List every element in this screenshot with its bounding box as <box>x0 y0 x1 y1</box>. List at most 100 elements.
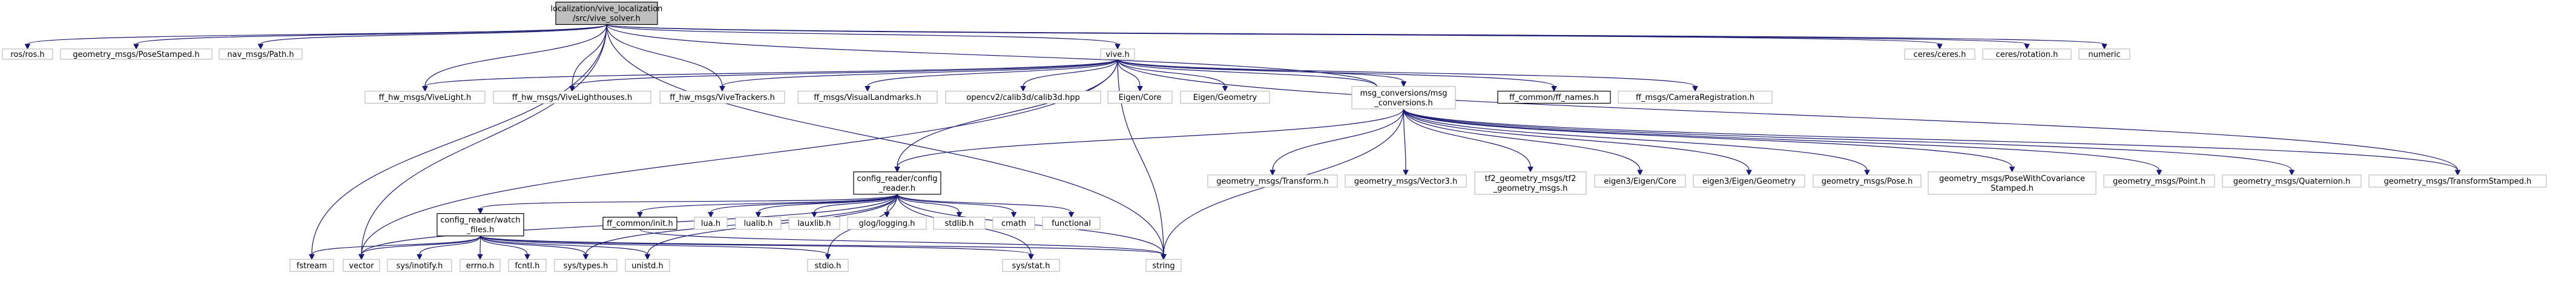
node-ceres-ceres[interactable]: ceres/ceres.h <box>1904 48 1975 60</box>
node-box <box>735 217 782 230</box>
edge-msg-conversions-to-geo-posecov <box>1403 108 2015 173</box>
node-eigen3-geometry[interactable]: eigen3/Eigen/Geometry <box>1693 174 1805 188</box>
node-vive-h[interactable]: vive.h <box>1100 48 1135 60</box>
node-eigen-core[interactable]: Eigen/Core <box>1107 90 1173 104</box>
node-functional[interactable]: functional <box>1042 217 1101 230</box>
edge-watch-files-to-sys-stat <box>479 236 1034 260</box>
node-fcntl[interactable]: fcntl.h <box>508 259 547 272</box>
node-label: sys/types.h <box>564 262 608 271</box>
edge-watch-files-to-sys-types <box>479 236 589 260</box>
node-box <box>1618 90 1773 104</box>
node-box <box>1982 48 2072 60</box>
node-eigen3-core[interactable]: eigen3/Eigen/Core <box>1594 174 1686 188</box>
node-geo-vector3[interactable]: geometry_msgs/Vector3.h <box>1345 174 1467 188</box>
node-ff-visuallandmarks[interactable]: ff_msgs/VisualLandmarks.h <box>797 90 938 104</box>
node-box <box>1002 259 1060 272</box>
node-root[interactable]: localization/vive_localization/src/vive_… <box>550 1 663 25</box>
edge-vive-h-to-eigen-core <box>1117 59 1143 92</box>
node-ff-vivetrackers[interactable]: ff_hw_msgs/ViveTrackers.h <box>659 90 785 104</box>
node-ff-vivelight[interactable]: ff_hw_msgs/ViveLight.h <box>364 90 486 104</box>
edge-root-to-ff-vivelight <box>422 24 607 92</box>
node-box <box>602 217 677 230</box>
node-vector[interactable]: vector <box>343 259 380 272</box>
node-config-reader[interactable]: config_reader/config_reader.h <box>853 171 941 195</box>
node-lualib[interactable]: lualib.h <box>735 217 782 230</box>
node-geo-point[interactable]: geometry_msgs/Point.h <box>2103 174 2215 188</box>
node-eigen-geometry[interactable]: Eigen/Geometry <box>1180 90 1270 104</box>
node-label: sys/inotify.h <box>397 262 443 271</box>
node-label: fstream <box>297 262 327 271</box>
node-label: string <box>1152 262 1174 271</box>
edge-vive-h-to-opencv-calib3d <box>1020 59 1118 92</box>
node-glog[interactable]: glog/logging.h <box>847 217 927 230</box>
node-geo-posestamped[interactable]: geometry_msgs/PoseStamped.h <box>60 48 212 60</box>
node-sys-stat[interactable]: sys/stat.h <box>1002 259 1060 272</box>
node-errno[interactable]: errno.h <box>460 259 501 272</box>
node-box <box>460 259 501 272</box>
node-label: _files.h <box>466 226 494 235</box>
node-geo-transform[interactable]: geometry_msgs/Transform.h <box>1207 174 1338 188</box>
node-cmath[interactable]: cmath <box>992 217 1035 230</box>
node-label: numeric <box>2088 50 2120 59</box>
edge-root-to-ff-vivelighthouses <box>569 24 607 92</box>
node-geo-posecov[interactable]: geometry_msgs/PoseWithCovarianceStamped.… <box>1928 171 2097 195</box>
edge-watch-files-to-errno <box>477 236 483 260</box>
node-box <box>1351 86 1456 110</box>
edge-watch-files-to-sys-inotify <box>417 236 481 260</box>
node-ff-camerareg[interactable]: ff_msgs/CameraRegistration.h <box>1618 90 1773 104</box>
node-sys-inotify[interactable]: sys/inotify.h <box>387 259 452 272</box>
node-box <box>1100 48 1135 60</box>
node-box <box>343 259 380 272</box>
node-ff-common-names[interactable]: ff_common/ff_names.h <box>1497 90 1611 104</box>
node-box <box>992 217 1035 230</box>
edge-vive-h-to-ff-visuallandmarks <box>865 59 1118 92</box>
node-lauxlib[interactable]: lauxlib.h <box>788 217 840 230</box>
edge-config-reader-to-cmath <box>897 194 1017 218</box>
node-stdio[interactable]: stdio.h <box>807 259 849 272</box>
node-lua[interactable]: lua.h <box>694 217 728 230</box>
node-label: geometry_msgs/PoseStamped.h <box>73 50 199 59</box>
node-string[interactable]: string <box>1145 259 1182 272</box>
node-geo-transformstamped[interactable]: geometry_msgs/TransformStamped.h <box>2368 174 2547 188</box>
node-label: ceres/ceres.h <box>1914 50 1966 59</box>
node-msg-conversions[interactable]: msg_conversions/msg_conversions.h <box>1351 86 1456 110</box>
node-geo-quaternion[interactable]: geometry_msgs/Quaternion.h <box>2222 174 2362 188</box>
edge-vive-h-to-ff-camerareg <box>1117 59 1698 92</box>
node-label: sys/stat.h <box>1012 262 1050 271</box>
node-watch-files[interactable]: config_reader/watch_files.h <box>436 213 524 237</box>
node-label: lualib.h <box>744 219 773 228</box>
node-box <box>555 1 658 25</box>
node-fstream[interactable]: fstream <box>289 259 334 272</box>
node-geo-pose[interactable]: geometry_msgs/Pose.h <box>1813 174 1922 188</box>
node-label: unistd.h <box>631 262 664 271</box>
node-label: geometry_msgs/Point.h <box>2113 177 2205 186</box>
edge-config-reader-to-stdlib <box>897 194 963 218</box>
node-ff-common-init[interactable]: ff_common/init.h <box>602 217 677 230</box>
node-label: ff_msgs/CameraRegistration.h <box>1636 93 1754 102</box>
node-numeric[interactable]: numeric <box>2078 48 2130 60</box>
edge-msg-conversions-to-geo-pose <box>1403 108 1870 176</box>
edge-config-reader-to-watch-files <box>477 194 898 214</box>
node-unistd[interactable]: unistd.h <box>625 259 670 272</box>
node-ceres-rotation[interactable]: ceres/rotation.h <box>1982 48 2072 60</box>
node-sys-types[interactable]: sys/types.h <box>554 259 618 272</box>
node-box <box>1042 217 1101 230</box>
node-tf2-geo[interactable]: tf2_geometry_msgs/tf2_geometry_msgs.h <box>1474 171 1587 195</box>
node-nav-path[interactable]: nav_msgs/Path.h <box>219 48 303 60</box>
node-ros-ros[interactable]: ros/ros.h <box>2 48 53 60</box>
node-label: config_reader/watch <box>440 216 520 225</box>
edge-root-to-vive-h <box>606 24 1121 50</box>
node-box <box>694 217 728 230</box>
node-opencv-calib3d[interactable]: opencv2/calib3d/calib3d.hpp <box>945 90 1101 104</box>
node-box <box>659 90 785 104</box>
node-label: geometry_msgs/TransformStamped.h <box>2384 177 2532 186</box>
node-stdlib[interactable]: stdlib.h <box>933 217 986 230</box>
edge-msg-conversions-to-geo-point <box>1403 108 2163 176</box>
edge-vive-h-to-ff-common-names <box>1117 59 1557 92</box>
edge-root-to-ceres-rotation <box>606 24 2030 50</box>
node-ff-vivelighthouses[interactable]: ff_hw_msgs/ViveLighthouses.h <box>493 90 651 104</box>
edge-root-to-ros-ros <box>24 24 607 50</box>
node-label: stdio.h <box>815 262 842 271</box>
node-box <box>1594 174 1686 188</box>
